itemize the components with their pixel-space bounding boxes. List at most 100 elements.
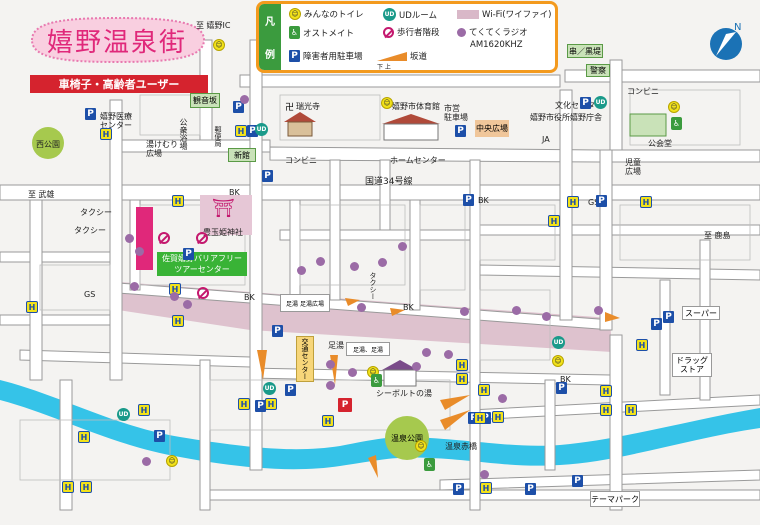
label-nishi-park: 西公園 [36, 140, 60, 149]
label-police: 警察 [586, 64, 610, 77]
toilet-icon: ☺ [213, 39, 225, 51]
label-drugstore: ドラッグ ストア [672, 353, 712, 377]
radio-spot-icon [444, 350, 453, 359]
legend-box: 凡 例 ☺ みんなのトイレ UD UDルーム Wi-Fi(ワイファイ) ♿ オス… [256, 1, 558, 73]
toilet-icon: ☺ [289, 8, 301, 20]
label-ureshino-hospital: 嬉野医療 センター [100, 112, 132, 130]
legend-item-ud-room: UD UDルーム [383, 8, 437, 21]
label-ja: JA [542, 135, 550, 144]
radio-spot-icon [240, 95, 249, 104]
legend-item-slope-caption: 下 上 [377, 62, 391, 71]
label-yukemuri-plaza: 湯けむり 広場 [146, 140, 178, 158]
parking-icon: P [572, 475, 583, 487]
hotel-icon: H [640, 196, 652, 208]
radio-spot-icon [142, 457, 151, 466]
ud-room-icon: UD [383, 8, 396, 21]
wifi-zone-icon [457, 9, 479, 19]
radio-spot-icon [594, 306, 603, 315]
radio-spot-icon [316, 257, 325, 266]
label-bk-2: BK [478, 196, 489, 205]
legend-item-stairs: 歩行者階段 [383, 26, 440, 38]
temple-icon: 卍 [285, 103, 295, 113]
legend-item-parking: P 障害者用駐車場 [289, 50, 363, 62]
ud-room-icon: UD [263, 382, 276, 395]
title-banner: 嬉野温泉街 [22, 14, 212, 66]
parking-icon: P [468, 412, 479, 424]
label-footbath-plaza: 足湯 足湯広場 [280, 294, 330, 312]
radio-spot-icon [350, 262, 359, 271]
river [0, 380, 760, 470]
legend-label: 下 上 [377, 64, 391, 71]
hotel-icon: H [322, 415, 334, 427]
hotel-icon: H [138, 404, 150, 416]
map-subtitle: 車椅子・高齢者ユーザー [30, 75, 208, 93]
ostomate-icon: ♿ [289, 26, 300, 39]
hotel-icon: H [456, 373, 468, 385]
shrine-gate-icon: ⛩ [212, 198, 235, 219]
label-shinkan: 新館 [228, 148, 256, 162]
label-footbath-3: 足湯 [328, 341, 344, 350]
radio-spot-icon [135, 247, 144, 256]
svg-text:N: N [734, 22, 741, 33]
hotel-icon: H [456, 359, 468, 371]
legend-item-ostomate: ♿ オストメイト [289, 26, 354, 39]
stairs-icon [196, 232, 208, 244]
slope-icon [377, 52, 407, 61]
label-to-ureshino-ic: 至 嬉野IC [196, 21, 231, 30]
radio-spot-icon [125, 234, 134, 243]
parking-icon: P [183, 248, 194, 260]
parking-icon: P [262, 170, 273, 182]
radio-spot-icon [357, 303, 366, 312]
map-title: 嬉野温泉街 [46, 27, 187, 58]
label-taxi-1: タクシー [80, 208, 112, 217]
label-city-office: 嬉野市役所嬉野庁舎 [530, 113, 602, 122]
hotel-icon: H [100, 128, 112, 140]
radio-spot-icon [460, 307, 469, 316]
hotel-icon: H [238, 398, 250, 410]
hotel-icon: H [478, 384, 490, 396]
label-gymnasium: 嬉野市体育館 [392, 102, 440, 111]
radio-spot-icon [480, 470, 489, 479]
radio-spot-icon [183, 300, 192, 309]
label-taxi-2: タクシー [74, 226, 106, 235]
ud-room-icon: UD [594, 96, 607, 109]
north-arrow-icon: N [710, 22, 742, 60]
label-kushu: 串／黒堤 [567, 44, 603, 58]
label-toyotama-shrine: 豊玉姫神社 [203, 228, 243, 237]
radio-icon [457, 27, 466, 37]
stairs-icon [158, 232, 170, 244]
radio-spot-icon [297, 266, 306, 275]
ud-room-icon: UD [552, 336, 565, 349]
legend-label: みんなのトイレ [304, 10, 364, 20]
hotel-icon: H [636, 339, 648, 351]
hotel-icon: H [172, 195, 184, 207]
barrier-free-strip [136, 207, 153, 270]
hotel-icon: H [474, 412, 486, 424]
ostomate-icon: ♿ [371, 374, 382, 387]
legend-label: Wi-Fi(ワイファイ) [482, 10, 552, 20]
hotel-icon: H [80, 481, 92, 493]
hotel-icon: H [567, 196, 579, 208]
label-barrier-free-center: 佐賀嬉野バリアフリー ツアーセンター [157, 252, 247, 276]
label-supermarket: スーパー [682, 306, 720, 320]
radio-spot-icon [348, 368, 357, 377]
legend-label: 歩行者階段 [397, 28, 440, 38]
label-footbath-2: 足湯、足湯 [346, 342, 390, 356]
label-bk-4: BK [403, 303, 414, 312]
parking-icon: P [525, 483, 536, 495]
label-community-hall: 公会堂 [648, 139, 672, 148]
hotel-icon: H [235, 125, 247, 137]
ud-room-icon: UD [117, 408, 130, 421]
hotel-icon: H [78, 431, 90, 443]
radio-spot-icon [326, 360, 335, 369]
label-national-route: 国道34号線 [365, 177, 413, 187]
parking-icon: P [233, 101, 244, 113]
toilet-icon: ☺ [166, 455, 178, 467]
zuikoji-temple-icon [284, 112, 316, 137]
legend-label: てくてくラジオ [469, 28, 528, 38]
hotel-icon: H [625, 404, 637, 416]
radio-spot-icon [378, 258, 387, 267]
legend-tab-char-1: 凡 [265, 17, 275, 28]
siebold-bath-building-icon [382, 360, 418, 387]
community-hall-building-icon [629, 113, 667, 137]
